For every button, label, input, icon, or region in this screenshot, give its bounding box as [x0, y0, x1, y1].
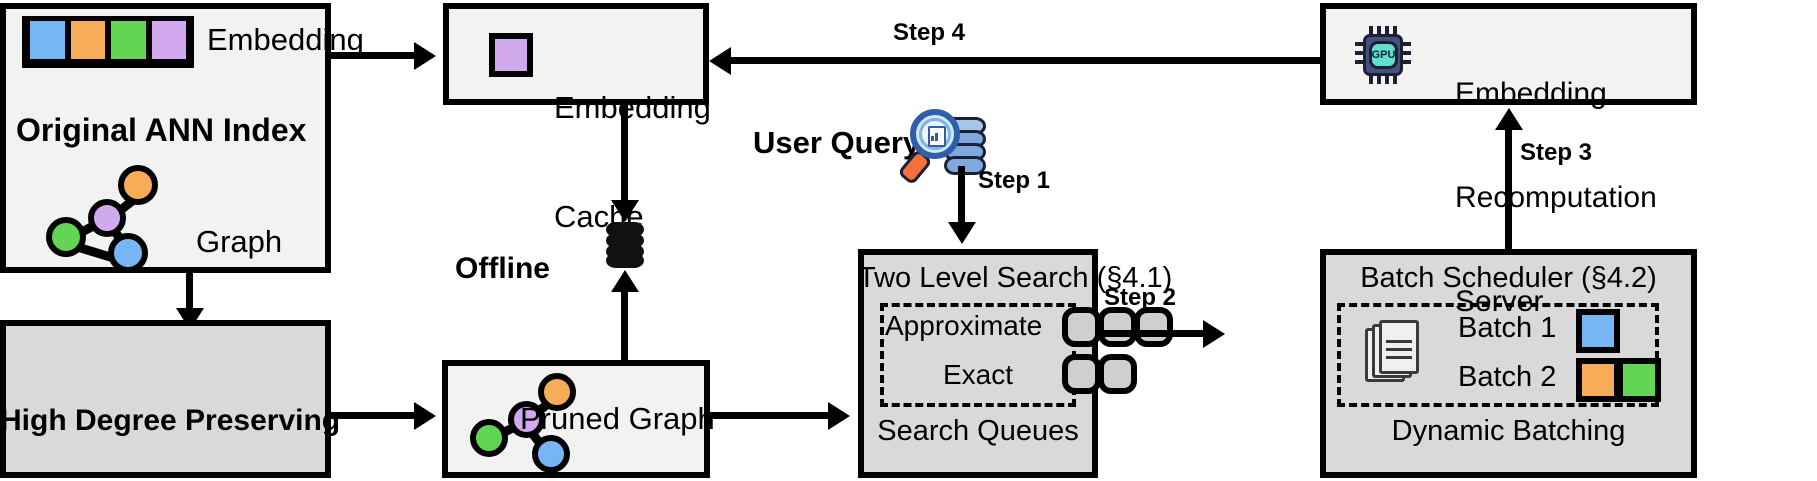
graph-node-orange: [118, 165, 158, 205]
batch-2-item-green: [1617, 358, 1661, 402]
two-level-search-title: Two Level Search (§4.1): [858, 262, 1173, 294]
approximate-queue-slot: [1062, 307, 1101, 347]
arrow-pruned-to-storage-head: [611, 270, 639, 292]
step2-label: Step 2: [1104, 284, 1177, 311]
arrow-pruned-to-storage-line: [621, 290, 628, 360]
original-ann-index-title: Original ANN Index: [16, 112, 307, 148]
graph-node-purple: [508, 401, 545, 438]
arrow-step1-head: [948, 222, 976, 244]
embedding-cell: [27, 21, 68, 59]
pruned-graph-figure: [462, 373, 592, 473]
arrow-step4-head: [709, 47, 731, 75]
approximate-queue-label: Approximate: [885, 310, 1043, 341]
graph-pruning-label: High Degree Preserving Graph Pruning (§5…: [0, 337, 341, 481]
embedding-cache-box: [443, 3, 709, 105]
graph-node-purple: [88, 199, 126, 237]
dynamic-batching-dashed-region: [1337, 303, 1659, 407]
arrow-step3-head: [1495, 108, 1523, 130]
arrow-pruning-to-pruned-head: [414, 402, 436, 430]
recomputation-server-line2: Recomputation: [1455, 180, 1657, 214]
embedding-cache-line1: Embedding: [554, 90, 711, 126]
arrow-cache-to-storage-line: [621, 105, 628, 203]
arrow-index-to-cache-head: [414, 42, 436, 70]
search-queues-footer: Search Queues: [877, 415, 1079, 447]
recomputation-server-line3: Server: [1455, 284, 1544, 318]
arrow-step2-head: [1203, 320, 1225, 348]
graph-pruning-line1: High Degree Preserving: [0, 404, 341, 438]
arrow-index-to-cache-line: [331, 52, 419, 59]
arrow-step2-line: [1098, 330, 1208, 337]
embedding-cell: [67, 21, 108, 59]
graph-node-green: [46, 217, 86, 257]
exact-queue-slot: [1098, 354, 1137, 394]
batch-1-label: Batch 1: [1458, 312, 1557, 344]
approximate-queue-slot: [1098, 307, 1137, 347]
exact-queue-slot: [1062, 354, 1101, 394]
offline-storage-line1: Offline: [455, 252, 550, 286]
embedding-cache-chip-icon: [489, 33, 533, 77]
embedding-cell: [108, 21, 149, 59]
embedding-cell: [148, 21, 189, 59]
arrow-step4-line: [730, 57, 1320, 64]
graph-pruning-box: [0, 320, 331, 478]
step4-label: Step 4: [893, 19, 966, 46]
arrow-index-to-pruning-line: [186, 273, 193, 311]
dynamic-batching-footer: Dynamic Batching: [1391, 415, 1626, 447]
pruned-graph-label: Pruned Graph: [520, 401, 715, 436]
gpu-icon: GPU: [1355, 26, 1419, 84]
arrow-step1-line: [958, 166, 965, 226]
exact-queue-label: Exact: [943, 359, 1014, 390]
query-search-database-icon: [897, 107, 988, 186]
arrow-pruned-to-search-line: [710, 412, 832, 419]
graph-node-orange: [538, 373, 576, 411]
recomputation-server-label: Embedding Recomputation Server: [1455, 10, 1657, 386]
recomputation-server-line1: Embedding: [1455, 77, 1607, 111]
embedding-label: Embedding: [207, 22, 364, 57]
batch-scheduler-title: Batch Scheduler (§4.2): [1360, 262, 1657, 294]
pruned-graph-box: [442, 360, 710, 478]
arrow-pruned-to-search-head: [828, 402, 850, 430]
arrow-step3-line: [1505, 128, 1512, 249]
documents-icon: [1365, 320, 1427, 392]
database-icon: [606, 222, 644, 268]
user-query-label: User Query: [753, 125, 921, 160]
arrow-cache-to-storage-head: [611, 200, 639, 222]
embedding-strip: [22, 16, 194, 68]
approximate-queue-slot: [1134, 307, 1173, 347]
step3-label: Step 3: [1520, 139, 1593, 166]
arrow-pruning-to-pruned-line: [331, 412, 419, 419]
original-index-graph: [40, 165, 170, 273]
graph-node-green: [470, 419, 508, 457]
gpu-icon-label: GPU: [1369, 41, 1398, 69]
batch-2-label: Batch 2: [1458, 361, 1557, 393]
graph-node-blue: [532, 435, 570, 473]
graph-label: Graph: [196, 224, 283, 259]
step1-label: Step 1: [978, 167, 1051, 194]
batch-1-item-blue: [1576, 309, 1620, 353]
graph-node-blue: [108, 233, 148, 273]
